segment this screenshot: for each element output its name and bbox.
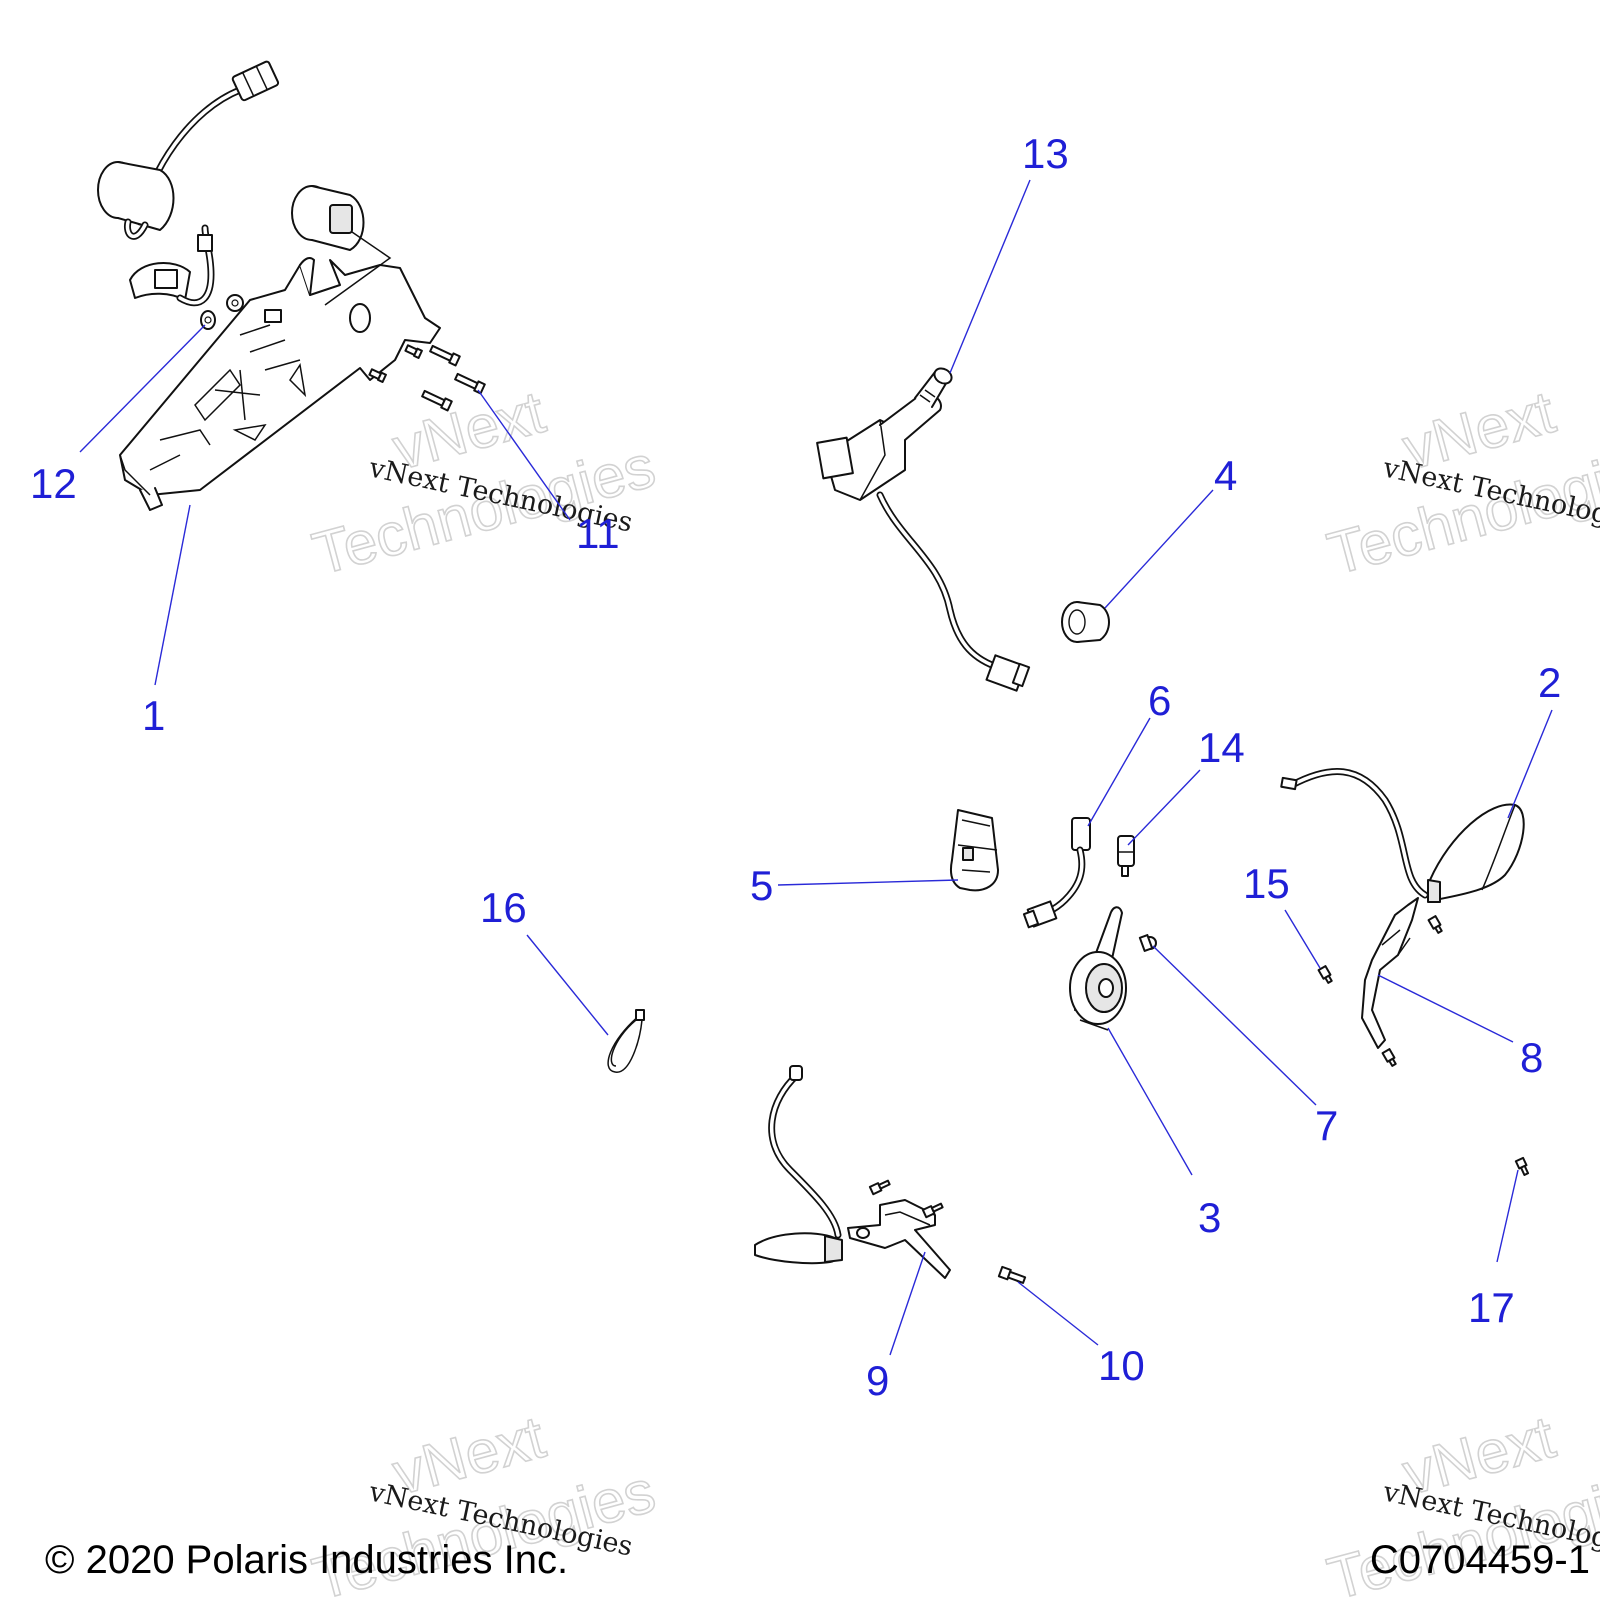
part-8-bracket bbox=[1361, 897, 1419, 1049]
callout-10: 10 bbox=[1098, 1342, 1145, 1389]
leader-lines bbox=[79, 179, 1553, 1356]
leader-8 bbox=[1377, 974, 1514, 1043]
leader-17 bbox=[1496, 1169, 1519, 1263]
leader-7 bbox=[1152, 945, 1317, 1106]
leader-1 bbox=[154, 504, 191, 686]
part-1-mounting-bracket bbox=[119, 256, 441, 511]
callout-numbers: 1 2 3 4 5 6 7 8 9 10 11 12 13 14 15 16 1… bbox=[30, 130, 1561, 1404]
part-6-connector-harness bbox=[1022, 817, 1091, 929]
leader-4 bbox=[1104, 489, 1214, 609]
callout-11: 11 bbox=[576, 510, 620, 557]
leader-16 bbox=[526, 934, 609, 1036]
callout-12: 12 bbox=[30, 460, 77, 507]
leader-6 bbox=[1087, 717, 1151, 827]
callout-17: 17 bbox=[1468, 1284, 1515, 1331]
leader-11 bbox=[477, 389, 571, 521]
part-2-turn-signal bbox=[1280, 768, 1525, 903]
drawing-code: C0704459-1 bbox=[1370, 1538, 1590, 1582]
part-10-screw bbox=[997, 1265, 1027, 1284]
screws-part-11 bbox=[368, 344, 486, 412]
gauge-center bbox=[291, 185, 392, 306]
callout-9: 9 bbox=[866, 1357, 889, 1404]
part-5-rubber-boot bbox=[950, 809, 999, 892]
leader-3 bbox=[1107, 1027, 1193, 1176]
callout-14: 14 bbox=[1198, 724, 1245, 771]
copyright-notice: © 2020 Polaris Industries Inc. bbox=[45, 1538, 568, 1582]
part-13-switch-harness bbox=[816, 367, 1031, 692]
callout-3: 3 bbox=[1198, 1194, 1221, 1241]
callout-2: 2 bbox=[1538, 659, 1561, 706]
callout-7: 7 bbox=[1315, 1102, 1338, 1149]
callout-16: 16 bbox=[480, 884, 527, 931]
leader-12 bbox=[79, 324, 206, 453]
leader-9 bbox=[889, 1251, 926, 1356]
callout-6: 6 bbox=[1148, 677, 1171, 724]
leader-10 bbox=[1017, 1281, 1099, 1346]
screws-part-8 bbox=[1317, 915, 1443, 1067]
part-17-screw bbox=[1514, 1156, 1530, 1176]
screws-part-9 bbox=[868, 1179, 944, 1219]
callout-5: 5 bbox=[750, 862, 773, 909]
leader-14 bbox=[1127, 769, 1201, 846]
part-4-grommet bbox=[1061, 601, 1110, 643]
watermark-top-right: vNext Technologies vNext Technologies bbox=[1320, 377, 1600, 588]
callout-8: 8 bbox=[1520, 1034, 1543, 1081]
callout-1: 1 bbox=[142, 692, 165, 739]
callout-13: 13 bbox=[1022, 130, 1069, 177]
leader-5 bbox=[777, 879, 959, 886]
callout-15: 15 bbox=[1243, 860, 1290, 907]
part-7-nut bbox=[1138, 934, 1157, 952]
part-3-horn bbox=[1069, 906, 1127, 1031]
pigtail-connector bbox=[129, 224, 215, 307]
leader-13 bbox=[949, 179, 1031, 374]
leader-15 bbox=[1284, 909, 1321, 969]
part-9-lamp-bracket bbox=[754, 1065, 951, 1279]
callout-4: 4 bbox=[1214, 452, 1237, 499]
gauge-with-harness bbox=[97, 60, 280, 240]
washers bbox=[200, 294, 244, 330]
part-16-cable-tie bbox=[607, 1009, 645, 1073]
leader-2 bbox=[1507, 709, 1553, 819]
